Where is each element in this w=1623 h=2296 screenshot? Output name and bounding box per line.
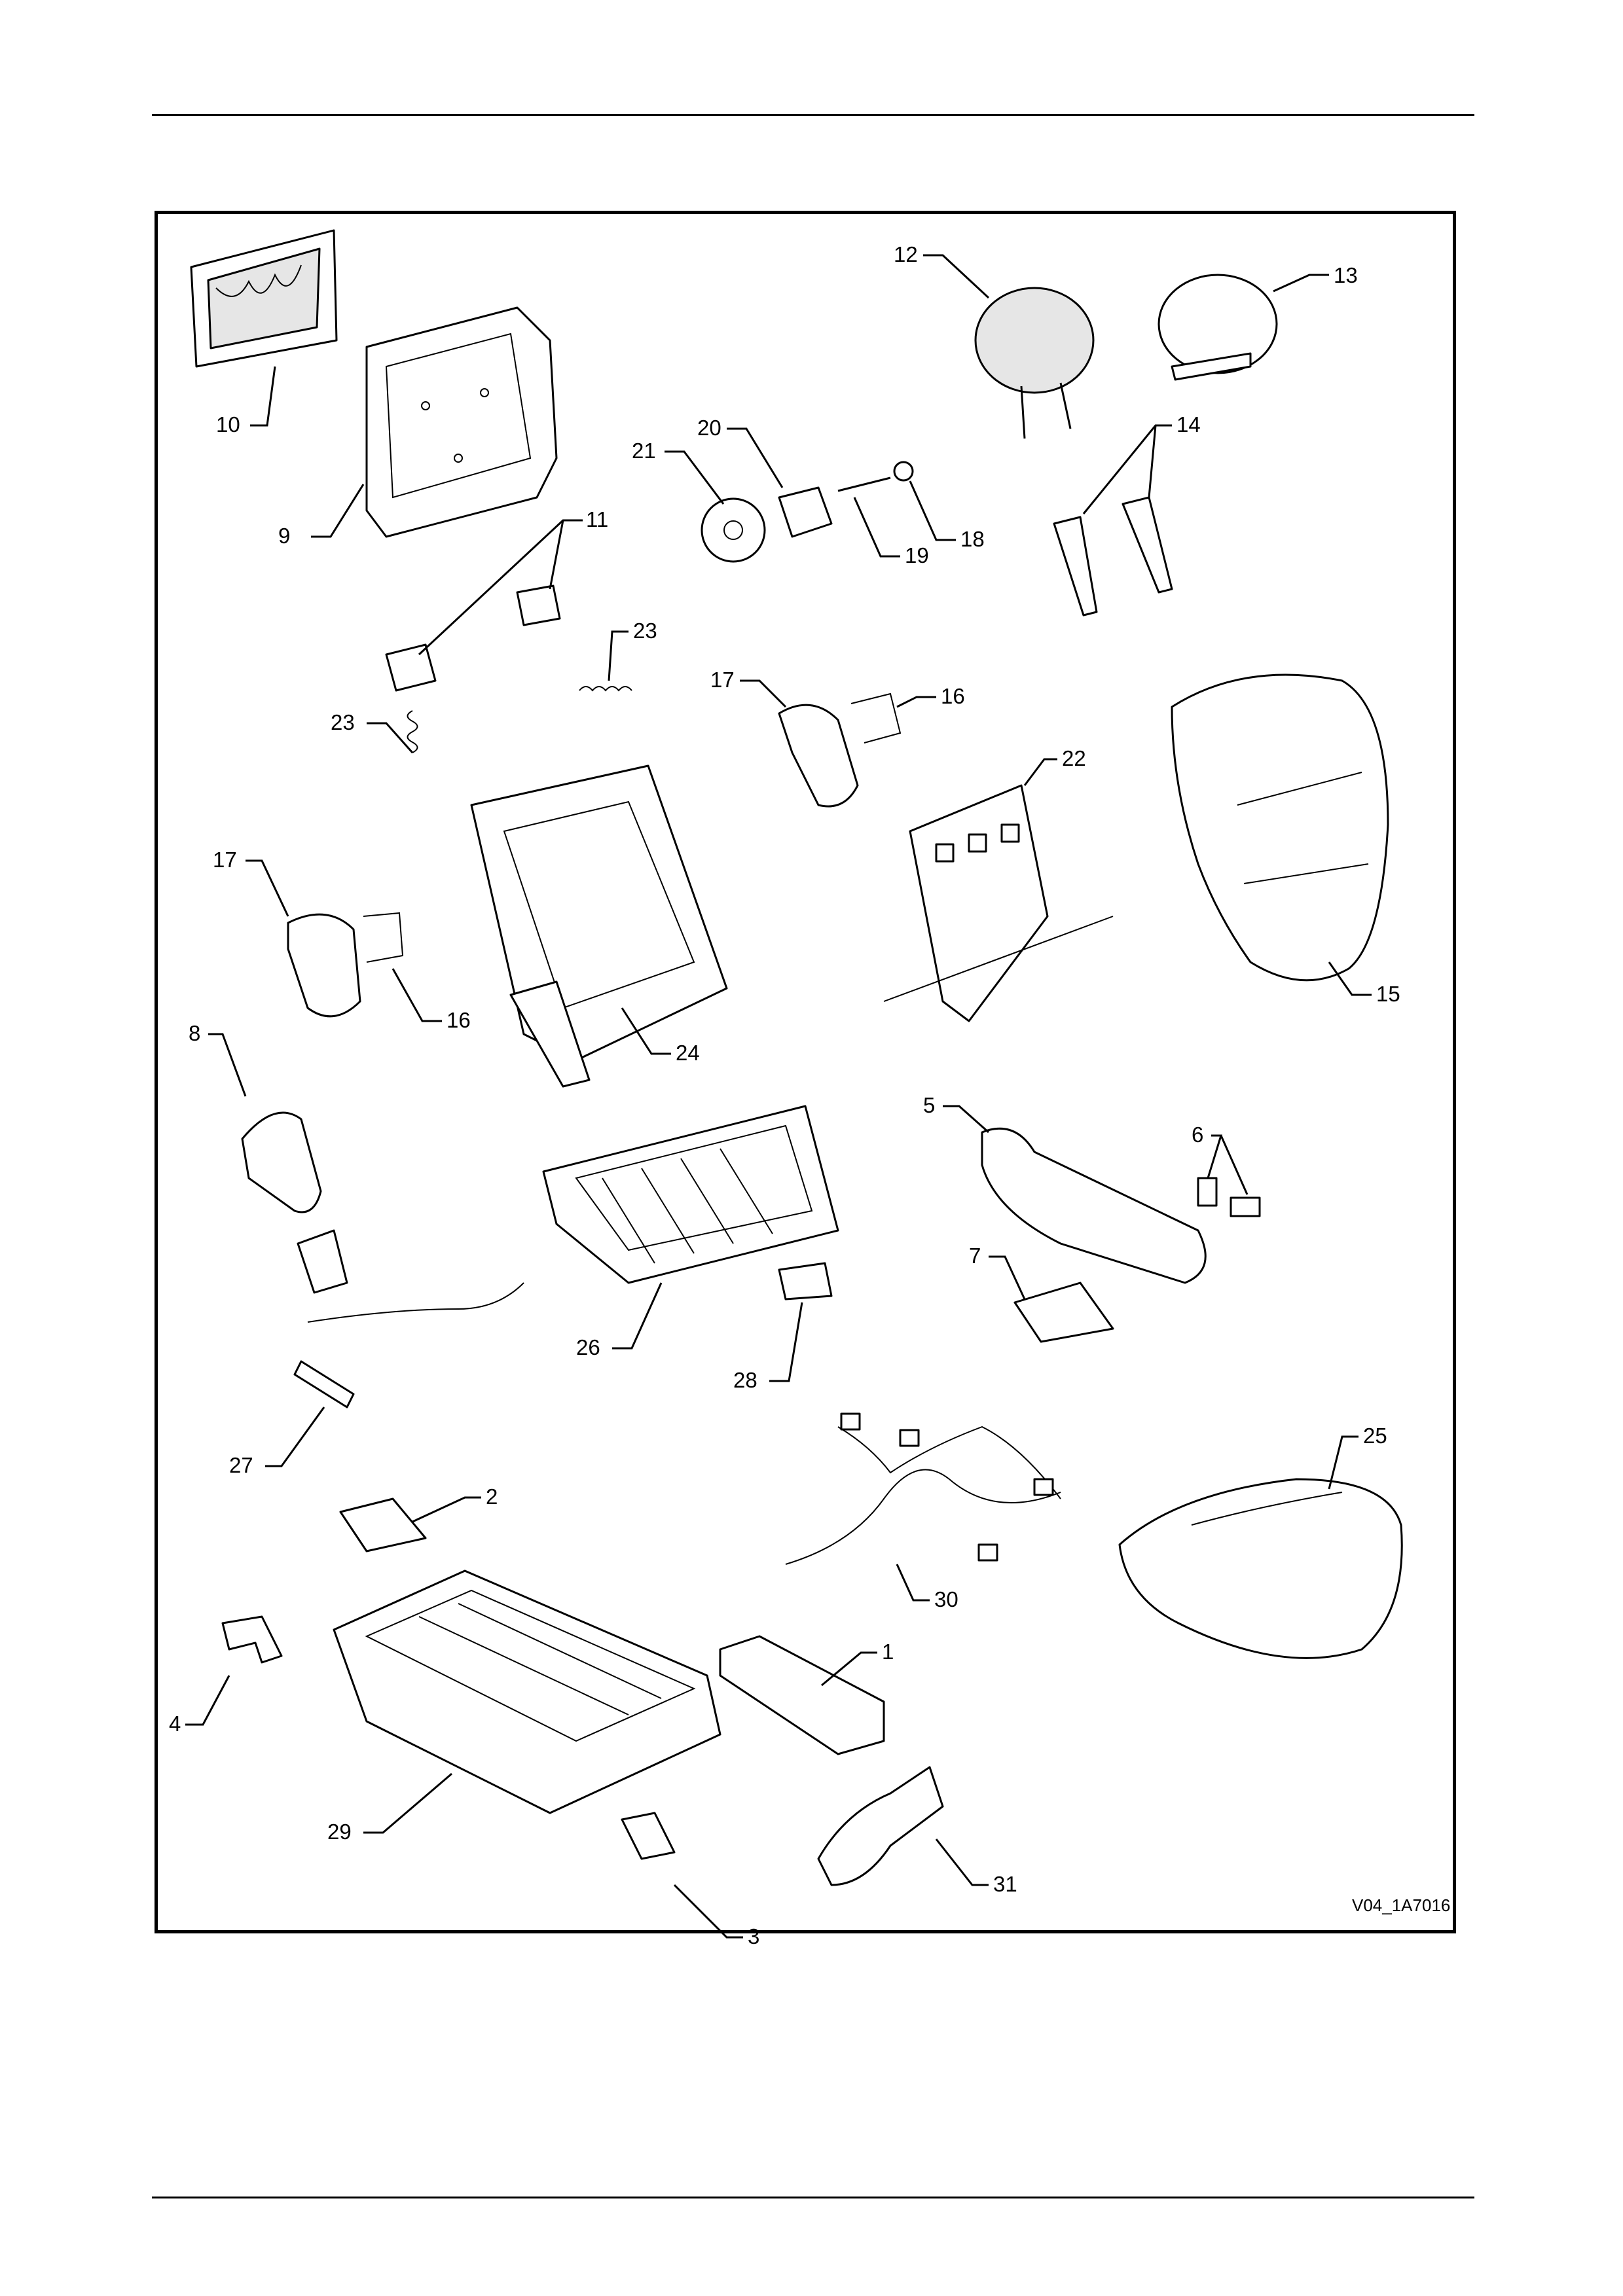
part-recliner-handle-assembly [702,462,913,562]
part-headrest-12 [976,288,1093,439]
callout-27: 27 [229,1407,324,1477]
svg-text:27: 27 [229,1453,253,1477]
callout-18: 18 [910,481,985,551]
svg-text:26: 26 [576,1335,600,1359]
part-lumbar-support [884,785,1113,1021]
svg-text:2: 2 [486,1484,498,1509]
part-backrest-pocket [191,230,337,367]
callout-3: 3 [674,1885,759,1948]
callout-12: 12 [894,242,989,298]
callout-29: 29 [327,1774,452,1844]
svg-text:22: 22 [1062,746,1086,770]
callout-23-lower: 23 [331,710,412,753]
part-trim-4 [223,1617,282,1662]
part-wiring-bracket [818,1767,943,1885]
svg-text:24: 24 [676,1041,700,1065]
svg-text:21: 21 [632,439,656,463]
part-springs [408,687,632,753]
callout-5: 5 [923,1093,989,1132]
part-seat-switch [1015,1283,1113,1342]
part-backrest-frame [471,766,727,1086]
svg-text:9: 9 [278,524,290,548]
callout-22: 22 [1025,746,1086,785]
svg-text:23: 23 [331,710,355,734]
part-headrest-guides [1054,497,1172,615]
svg-text:30: 30 [934,1587,958,1611]
svg-text:14: 14 [1176,412,1201,437]
callout-9: 9 [278,484,363,548]
part-trim-3 [622,1813,674,1859]
part-seat-track [334,1571,720,1813]
svg-text:12: 12 [894,242,918,266]
svg-text:15: 15 [1376,982,1400,1006]
callout-21: 21 [632,439,723,504]
part-backrest-cover [1172,675,1388,980]
callout-20: 20 [697,416,782,488]
callout-16-lower: 16 [393,969,471,1032]
svg-text:16: 16 [447,1008,471,1032]
callout-31: 31 [936,1839,1017,1896]
part-wiring-harness [786,1414,1061,1564]
part-switch-knobs [1198,1178,1260,1216]
svg-text:13: 13 [1334,263,1358,287]
callout-10: 10 [216,367,275,437]
part-side-trim-upper [779,694,900,806]
callout-30: 30 [897,1564,958,1611]
part-headrest-cover-13 [1159,275,1277,380]
part-clip-28 [779,1263,831,1299]
callout-16-upper: 16 [897,684,965,708]
svg-text:8: 8 [189,1021,200,1045]
callout-23-upper: 23 [609,619,657,681]
callout-4: 4 [169,1676,229,1736]
callout-13: 13 [1273,263,1358,291]
callout-26: 26 [576,1283,661,1359]
svg-text:31: 31 [993,1872,1017,1896]
part-backrest-rear-panel [367,308,556,537]
svg-text:7: 7 [969,1244,981,1268]
svg-text:18: 18 [960,527,985,551]
callout-17-lower: 17 [213,848,288,916]
svg-text:29: 29 [327,1820,352,1844]
callout-19: 19 [854,497,929,567]
part-seat-cushion-frame [543,1106,838,1283]
svg-text:11: 11 [586,507,608,531]
svg-text:6: 6 [1192,1122,1203,1147]
part-seat-cushion-cover [1120,1479,1402,1658]
svg-text:20: 20 [697,416,721,440]
callout-17-upper: 17 [710,668,786,707]
part-side-trim-lower [288,913,403,1016]
part-trim-2 [340,1499,426,1551]
svg-text:3: 3 [748,1924,759,1948]
svg-text:17: 17 [710,668,735,692]
part-clips [386,586,560,691]
callout-7: 7 [969,1244,1025,1299]
svg-text:17: 17 [213,848,237,872]
callout-8: 8 [189,1021,246,1096]
svg-text:23: 23 [633,619,657,643]
svg-text:10: 10 [216,412,240,437]
callout-28: 28 [733,1302,802,1392]
svg-text:1: 1 [882,1640,894,1664]
svg-text:19: 19 [905,543,929,567]
figure-reference: V04_1A7016 [1352,1895,1450,1915]
part-seat-side-panel [982,1128,1205,1283]
part-recliner-trim [242,1113,321,1212]
part-seat-belt-buckle [295,1230,524,1407]
svg-text:5: 5 [923,1093,935,1117]
svg-text:25: 25 [1363,1424,1387,1448]
svg-text:28: 28 [733,1368,757,1392]
callout-2: 2 [412,1484,498,1522]
callout-11: 11 [419,507,608,655]
callout-25: 25 [1329,1424,1387,1489]
svg-text:16: 16 [941,684,965,708]
svg-text:4: 4 [169,1712,181,1736]
